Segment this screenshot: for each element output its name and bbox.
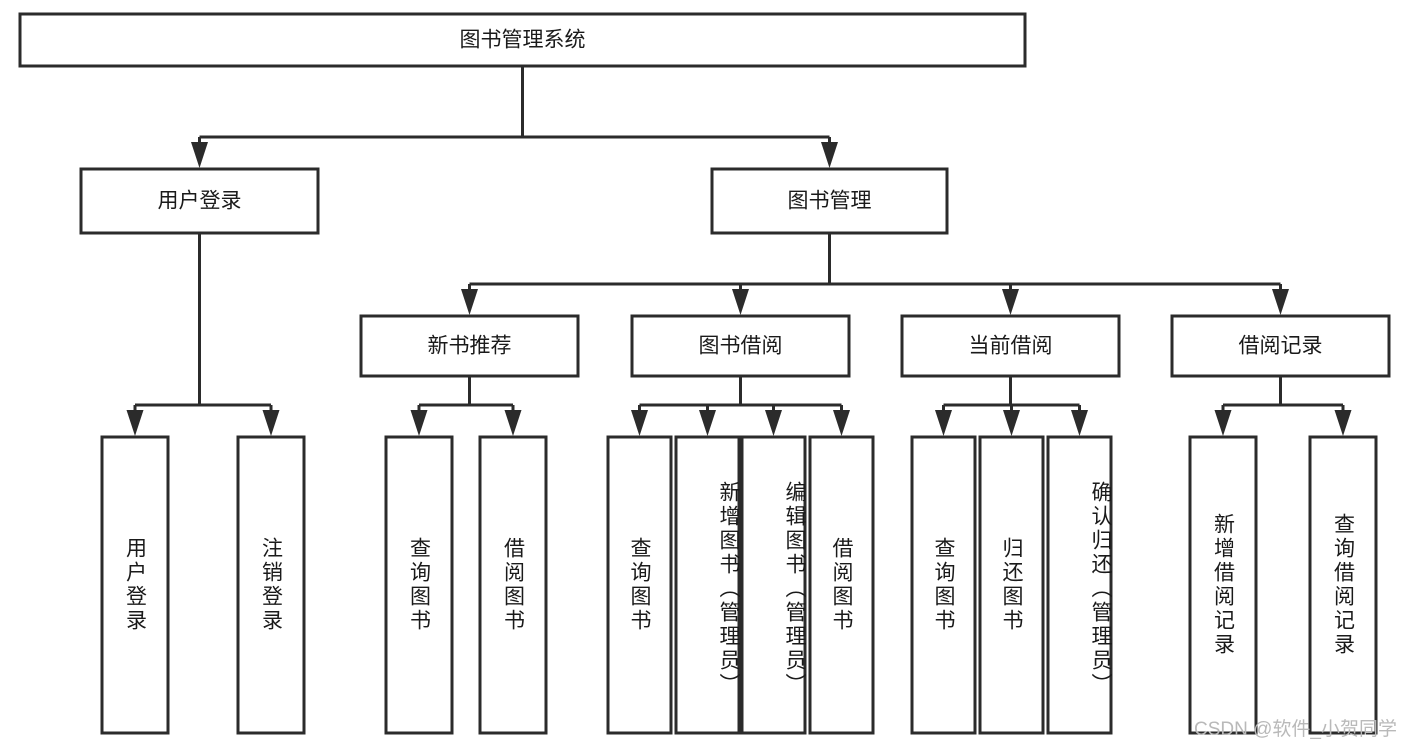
arrow-head-icon — [631, 410, 648, 436]
node-l3-cb-confirm[interactable] — [1046, 435, 1113, 735]
node-l3-nb-query[interactable] — [384, 435, 454, 735]
arrow-head-icon — [732, 289, 749, 315]
node-box — [79, 167, 320, 235]
node-label: 借阅记录 — [1239, 335, 1323, 358]
node-l3-bw-query[interactable] — [606, 435, 673, 735]
node-label: 图书借阅 — [699, 335, 783, 358]
node-label: 用户登录 — [158, 190, 242, 213]
arrow-head-icon — [833, 410, 850, 436]
node-box — [674, 435, 741, 735]
node-l3-bw-borrow[interactable] — [808, 435, 875, 735]
arrow-head-icon — [935, 410, 952, 436]
node-l3-nb-borrow[interactable] — [478, 435, 548, 735]
node-label: 图书管理系统 — [460, 29, 586, 52]
node-box — [236, 435, 306, 735]
node-l1-book-manage[interactable]: 图书管理 — [710, 167, 949, 235]
arrow-head-icon — [1334, 410, 1352, 436]
node-box — [1308, 435, 1378, 735]
node-l3-bw-edit[interactable] — [740, 435, 807, 735]
node-box — [359, 314, 580, 378]
arrow-head-icon — [126, 410, 144, 436]
node-l2-records[interactable]: 借阅记录 — [1170, 314, 1391, 378]
arrow-head-icon — [504, 410, 522, 436]
edges-layer — [126, 66, 1352, 436]
node-box — [1170, 314, 1391, 378]
node-l3-user-logout[interactable] — [236, 435, 306, 735]
node-l3-cb-return[interactable] — [978, 435, 1045, 735]
node-box — [1046, 435, 1113, 735]
node-box — [710, 167, 949, 235]
node-box — [100, 435, 170, 735]
arrow-head-icon — [821, 142, 838, 168]
arrow-head-icon — [410, 410, 428, 436]
node-l3-cb-query[interactable] — [910, 435, 977, 735]
node-box — [910, 435, 977, 735]
node-root[interactable]: 图书管理系统 — [18, 12, 1027, 68]
node-box — [18, 12, 1027, 68]
node-box — [740, 435, 807, 735]
node-l2-current[interactable]: 当前借阅 — [900, 314, 1121, 378]
arrow-head-icon — [1272, 289, 1289, 315]
arrow-head-icon — [461, 289, 478, 315]
csdn-watermark: CSDN @软件_小贺同学 — [1194, 719, 1397, 740]
arrow-head-icon — [191, 142, 208, 168]
node-l3-bw-add[interactable] — [674, 435, 741, 735]
node-l2-new-book[interactable]: 新书推荐 — [359, 314, 580, 378]
node-l3-user-login[interactable] — [100, 435, 170, 735]
arrow-head-icon — [699, 410, 716, 436]
node-l1-user-login[interactable]: 用户登录 — [79, 167, 320, 235]
node-box — [900, 314, 1121, 378]
arrow-head-icon — [1002, 289, 1019, 315]
node-box — [808, 435, 875, 735]
node-box — [606, 435, 673, 735]
node-l3-rec-query[interactable] — [1308, 435, 1378, 735]
node-box — [1188, 435, 1258, 735]
arrow-head-icon — [1003, 410, 1020, 436]
node-box — [478, 435, 548, 735]
arrow-head-icon — [1071, 410, 1088, 436]
node-box — [978, 435, 1045, 735]
node-label: 新书推荐 — [428, 335, 512, 358]
node-l3-rec-add[interactable] — [1188, 435, 1258, 735]
node-label: 图书管理 — [788, 190, 872, 213]
node-l2-borrow[interactable]: 图书借阅 — [630, 314, 851, 378]
arrow-head-icon — [765, 410, 782, 436]
arrow-head-icon — [262, 410, 280, 436]
arrow-head-icon — [1214, 410, 1232, 436]
node-label: 当前借阅 — [969, 335, 1053, 358]
node-box — [630, 314, 851, 378]
node-box — [384, 435, 454, 735]
